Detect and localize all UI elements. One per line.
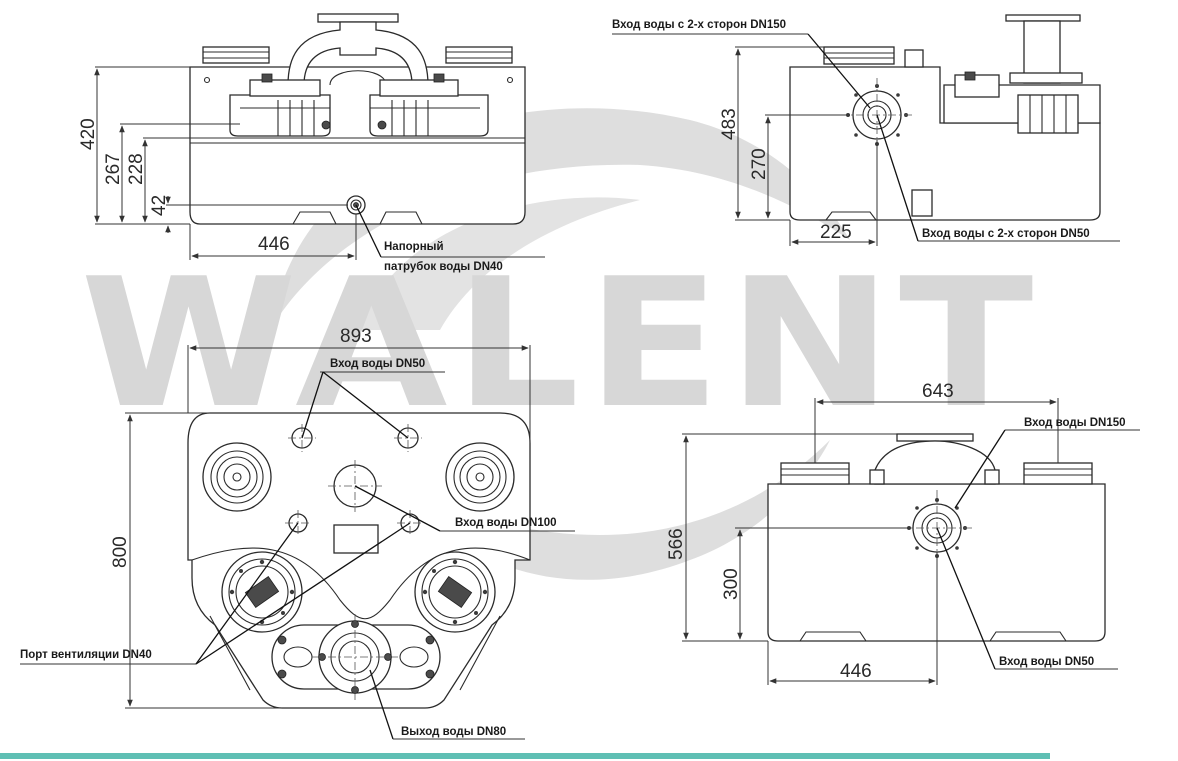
top-dim-893: 893 bbox=[340, 326, 372, 347]
front-dim-228: 228 bbox=[126, 153, 147, 185]
top-label-inlet-dn50: Вход воды DN50 bbox=[330, 358, 425, 370]
rear-label-inlet-dn150: Вход воды DN150 bbox=[1024, 417, 1126, 429]
rear-label-inlet-dn50: Вход воды DN50 bbox=[999, 656, 1094, 668]
top-dim-800: 800 bbox=[110, 536, 131, 568]
rear-dim-566: 566 bbox=[666, 528, 687, 560]
front-view: 420 267 228 42 446 Напорный патрубок вод… bbox=[78, 13, 545, 273]
top-label-vent: Порт вентиляции DN40 bbox=[20, 649, 152, 661]
rear-view-dimension-lines bbox=[682, 398, 1140, 685]
top-view-dimension-lines bbox=[20, 345, 575, 740]
side-view-body bbox=[789, 14, 1101, 221]
side-label-inlet-top: Вход воды с 2-х сторон DN150 bbox=[612, 19, 786, 31]
front-dim-446: 446 bbox=[258, 234, 290, 255]
front-view-dimension-lines bbox=[94, 66, 545, 260]
rear-dim-643: 643 bbox=[922, 381, 954, 402]
front-dim-42: 42 bbox=[149, 195, 170, 216]
top-label-inlet-dn100: Вход воды DN100 bbox=[455, 517, 557, 529]
rear-dim-300: 300 bbox=[721, 568, 742, 600]
side-dim-270: 270 bbox=[749, 148, 770, 180]
top-view: 893 800 Вход воды DN50 Вход воды DN100 П… bbox=[20, 326, 575, 740]
top-view-body bbox=[187, 412, 531, 709]
front-label-outlet-line1: Напорный bbox=[384, 241, 444, 253]
front-dim-267: 267 bbox=[103, 153, 124, 185]
front-dim-420: 420 bbox=[78, 118, 99, 150]
front-view-body bbox=[189, 13, 526, 225]
top-label-outlet: Выход воды DN80 bbox=[401, 726, 506, 738]
footer-accent-bar bbox=[0, 753, 1050, 759]
side-dim-483: 483 bbox=[719, 108, 740, 140]
side-dim-225: 225 bbox=[820, 222, 852, 243]
rear-dim-446: 446 bbox=[840, 661, 872, 682]
front-label-outlet-line2: патрубок воды DN40 bbox=[384, 261, 503, 273]
side-view: 483 270 225 Вход воды с 2-х сторон DN150… bbox=[612, 14, 1120, 246]
side-label-inlet-bottom: Вход воды с 2-х сторон DN50 bbox=[922, 228, 1090, 240]
side-view-dimension-lines bbox=[612, 33, 1120, 246]
rear-view: 643 566 300 446 Вход воды DN150 Вход вод… bbox=[666, 381, 1140, 685]
